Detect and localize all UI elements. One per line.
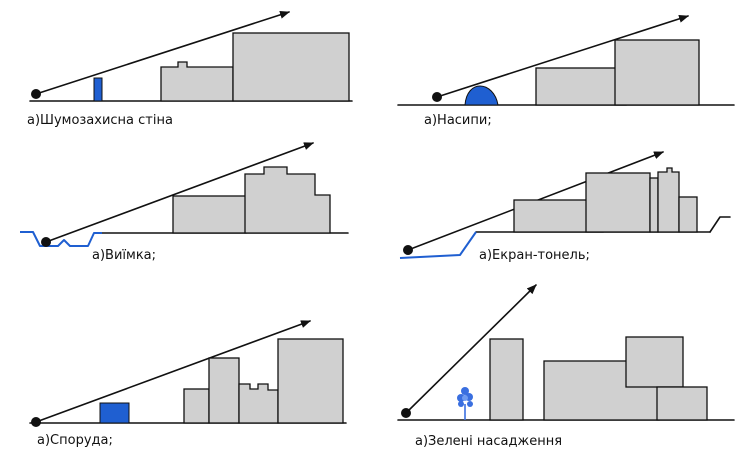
embankment-mound <box>464 85 499 106</box>
sound-ray-arrow <box>35 320 311 423</box>
panel-embankment: а)Насипи; <box>397 14 735 128</box>
ground-slope <box>709 216 731 233</box>
building-tall <box>244 166 331 234</box>
panel-cutting: а)Виїмка; <box>20 142 349 263</box>
building-tall <box>277 338 344 424</box>
caption-green-planting: а)Зелені насадження <box>415 434 562 449</box>
building-mid <box>585 172 651 233</box>
building-low <box>172 195 247 234</box>
building-b <box>208 357 240 424</box>
building-low <box>160 61 234 102</box>
building-narrow <box>649 177 659 233</box>
building-tower <box>657 167 680 233</box>
building-tall <box>232 32 350 102</box>
building-small <box>678 196 698 233</box>
building-narrow <box>489 338 524 421</box>
tree-icon <box>457 387 473 420</box>
panel-green-planting: а)Зелені насадження <box>397 284 735 449</box>
building-c <box>238 383 279 424</box>
panel-tunnel-screen: а)Екран-тонель; <box>399 151 731 263</box>
sound-ray-arrow <box>405 284 537 414</box>
sound-ray-arrow <box>45 142 314 243</box>
cutting-profile <box>20 231 102 247</box>
building-low <box>535 67 627 106</box>
caption-cutting: а)Виїмка; <box>92 248 156 263</box>
panel-noise-wall: а)Шумозахисна стіна <box>27 10 353 128</box>
panel-structure: а)Споруда; <box>29 320 347 448</box>
building-a <box>183 388 210 424</box>
building-right <box>656 386 708 421</box>
building-tall <box>614 39 700 106</box>
caption-embankment: а)Насипи; <box>424 113 492 128</box>
caption-structure: а)Споруда; <box>37 433 113 448</box>
caption-noise-wall: а)Шумозахисна стіна <box>27 113 173 128</box>
caption-tunnel-screen: а)Екран-тонель; <box>479 248 590 263</box>
tunnel-screen-profile <box>399 231 477 259</box>
shield-structure <box>99 402 130 424</box>
noise-wall <box>93 77 103 102</box>
sound-ray-arrow <box>35 10 290 95</box>
sound-ray-arrow <box>436 14 689 98</box>
building-upper <box>625 336 684 388</box>
